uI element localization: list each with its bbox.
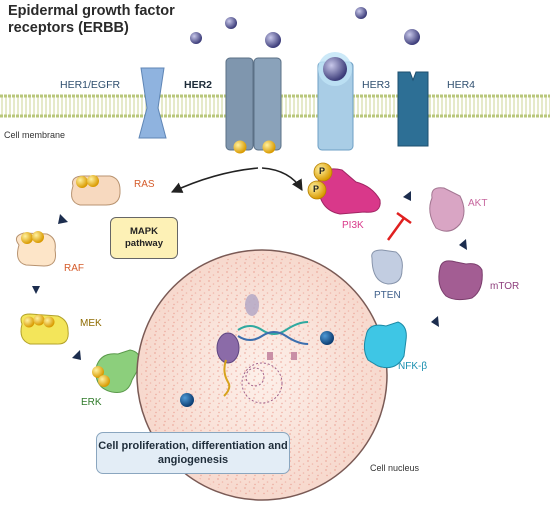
phosphate-dot bbox=[23, 316, 35, 328]
ligand-ball bbox=[225, 17, 237, 29]
her1-receptor bbox=[138, 67, 167, 139]
ligand-ball bbox=[265, 32, 281, 48]
cell-membrane-label: Cell membrane bbox=[4, 130, 66, 140]
arrowhead-ras-raf bbox=[58, 214, 68, 224]
her2-receptor bbox=[225, 57, 282, 154]
pten-inhibition-symbol bbox=[386, 211, 412, 241]
akt-label: AKT bbox=[468, 198, 488, 209]
cell-nucleus-label: Cell nucleus bbox=[370, 463, 420, 473]
raf-label: RAF bbox=[64, 263, 84, 274]
nfkb-protein bbox=[363, 321, 407, 369]
phosphate-dot bbox=[33, 314, 45, 326]
phosphate-dot bbox=[43, 316, 55, 328]
diagram-title: Epidermal growth factor receptors (ERBB) bbox=[8, 3, 175, 36]
phosphate-dot bbox=[21, 232, 33, 244]
arrow-to-pi3k bbox=[261, 167, 303, 191]
her4-label: HER4 bbox=[447, 79, 476, 91]
nfkb-label: NFK-β bbox=[398, 361, 428, 372]
ligand-ball bbox=[404, 29, 420, 45]
her4-receptor bbox=[397, 71, 429, 147]
mapk-pathway-box: MAPK pathway bbox=[110, 217, 178, 259]
arrowhead-mtor-nfkb bbox=[431, 316, 439, 327]
phosphate-p-lower-label: P bbox=[313, 184, 320, 194]
phosphate-dot bbox=[76, 176, 88, 188]
pten-protein bbox=[371, 249, 403, 285]
arrowhead-raf-mek bbox=[32, 286, 40, 294]
pi3k-protein bbox=[317, 168, 381, 215]
ras-label: RAS bbox=[134, 179, 155, 190]
her3-label: HER3 bbox=[362, 79, 391, 91]
ligand-ball bbox=[355, 7, 367, 19]
pi3k-label: PI3K bbox=[342, 220, 364, 231]
mek-label: MEK bbox=[80, 318, 102, 329]
akt-protein bbox=[429, 187, 465, 232]
mtor-label: mTOR bbox=[490, 281, 520, 292]
mtor-protein bbox=[438, 260, 483, 301]
her1-label: HER1/EGFR bbox=[60, 79, 121, 91]
outcome-box: Cell proliferation, differentiation and … bbox=[96, 432, 290, 474]
pten-label: PTEN bbox=[374, 290, 401, 301]
arrowhead-akt-mtor bbox=[459, 239, 467, 250]
phosphate-p-upper bbox=[313, 162, 333, 182]
phosphate-p-lower bbox=[307, 180, 327, 200]
arrowhead-pi3k-akt bbox=[403, 191, 411, 201]
phosphate-dot bbox=[98, 375, 110, 387]
phosphate-dot bbox=[92, 366, 104, 378]
ligand-ball bbox=[190, 32, 202, 44]
phosphate-dot bbox=[32, 231, 44, 243]
arrow-to-ras bbox=[170, 167, 259, 193]
her3-receptor bbox=[317, 52, 354, 151]
phosphate-dot bbox=[87, 175, 99, 187]
erk-label: ERK bbox=[81, 397, 102, 408]
her2-label: HER2 bbox=[184, 79, 213, 91]
phosphate-p-upper-label: P bbox=[319, 166, 326, 176]
arrowhead-mek-erk bbox=[72, 350, 81, 360]
